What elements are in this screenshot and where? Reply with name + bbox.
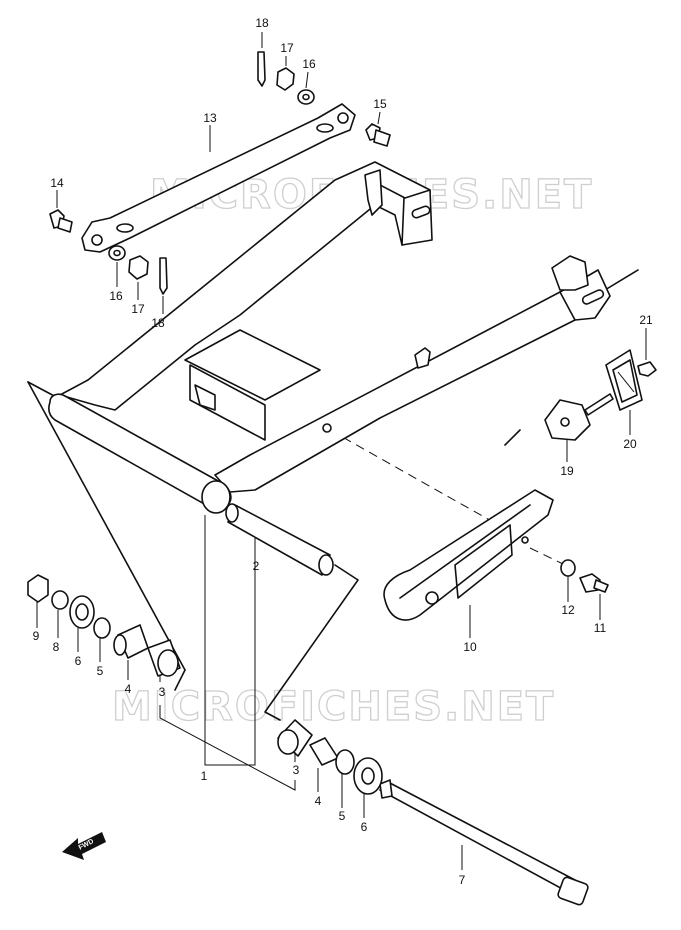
callout-16-bottom: 16 <box>109 289 123 303</box>
callout-9: 9 <box>33 629 40 643</box>
callout-5-right: 5 <box>339 809 346 823</box>
callout-17-top: 17 <box>280 41 294 55</box>
part-7-axle <box>379 779 589 906</box>
callout-15: 15 <box>373 97 387 111</box>
callout-2: 2 <box>253 559 260 573</box>
callout-3-left: 3 <box>159 685 166 699</box>
callout-20: 20 <box>623 437 637 451</box>
left-spacer-stack <box>27 574 181 677</box>
leader-lines <box>36 32 647 870</box>
part-2-sleeve <box>225 503 334 576</box>
callout-17-bottom: 17 <box>131 302 145 316</box>
callout-8: 8 <box>53 640 60 654</box>
callout-19: 19 <box>560 464 574 478</box>
right-spacer-stack <box>277 719 383 795</box>
part-20-bracket <box>605 349 643 411</box>
callout-16-top: 16 <box>302 57 316 71</box>
callout-4-left: 4 <box>125 682 132 696</box>
part-21-nut <box>637 361 657 377</box>
callout-5-left: 5 <box>97 664 104 678</box>
assembly-guide-lines <box>27 269 639 791</box>
callout-labels: 1 2 3 3 4 4 5 5 6 6 7 8 9 10 11 12 13 14… <box>33 16 653 887</box>
right-hardware <box>560 559 609 593</box>
callout-18-bottom: 18 <box>151 316 165 330</box>
part-19-adjuster <box>544 393 614 441</box>
callout-3-right: 3 <box>293 763 300 777</box>
part-10-chain-guide <box>383 489 554 621</box>
part-13-torque-link <box>81 103 356 253</box>
callout-6-left: 6 <box>75 654 82 668</box>
top-hardware <box>49 51 391 295</box>
callout-21: 21 <box>639 313 653 327</box>
callout-11: 11 <box>594 621 607 635</box>
swingarm <box>48 161 611 514</box>
callout-6-right: 6 <box>361 820 368 834</box>
forward-indicator: FWD <box>62 832 106 860</box>
callout-18-top: 18 <box>255 16 269 30</box>
watermark-bottom: MICROFICHES.NET <box>112 684 555 730</box>
callout-12: 12 <box>561 603 575 617</box>
callout-14: 14 <box>50 176 64 190</box>
callout-4-right: 4 <box>315 794 322 808</box>
callout-10: 10 <box>463 640 477 654</box>
callout-13: 13 <box>203 111 217 125</box>
callout-1: 1 <box>201 769 208 783</box>
callout-7: 7 <box>459 873 466 887</box>
